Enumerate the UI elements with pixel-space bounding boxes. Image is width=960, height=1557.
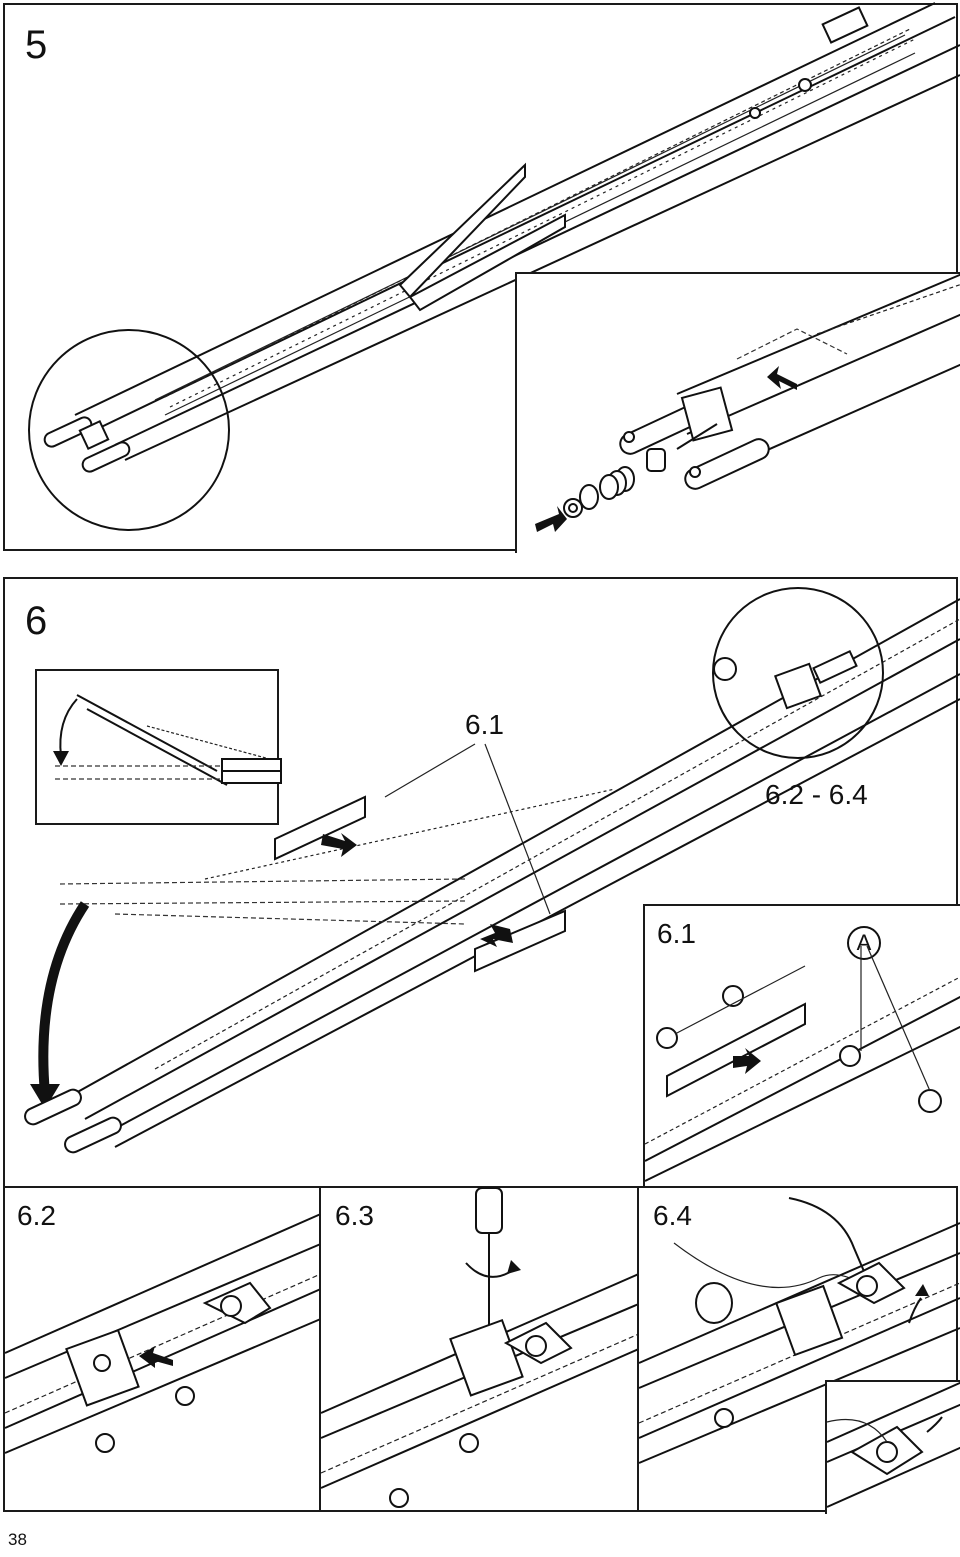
step-6-1-detail-inset: 6.1 A	[643, 904, 960, 1190]
chain-teeth	[164, 28, 916, 408]
detail-label-6-1: 6.1	[657, 918, 696, 949]
nut-icon	[656, 1027, 678, 1049]
label-6-2-to-6-4: 6.2 - 6.4	[765, 779, 868, 810]
step-6-4-panel: 6.4	[637, 1186, 960, 1514]
step-6-3-panel: 6.3	[319, 1186, 642, 1512]
arrow-icon	[139, 1346, 173, 1368]
handle-icon	[695, 1282, 733, 1324]
rail-assembly-illustration	[28, 2, 960, 531]
clip-insert-illustration	[4, 1212, 324, 1454]
spring-icon	[599, 466, 635, 500]
step-5-detail-inset	[515, 272, 960, 553]
step-6-panel: 6	[3, 577, 960, 1190]
arrow-icon	[321, 833, 357, 857]
release-cord-illustration	[638, 1197, 960, 1464]
bolt-plate-illustration	[644, 945, 960, 1182]
rotate-arrow-icon	[59, 698, 78, 757]
label-6-1: 6.1	[465, 709, 504, 740]
screwdriver-tighten-illustration	[320, 1187, 642, 1508]
nut-icon	[95, 1433, 115, 1453]
arrow-icon	[480, 924, 513, 947]
page-number: 38	[8, 1530, 27, 1549]
screwdriver-icon	[475, 1187, 503, 1328]
arrow-icon	[733, 1048, 761, 1074]
arrow-icon	[908, 1297, 922, 1324]
step-5-panel: 5	[3, 2, 960, 553]
label-6-3: 6.3	[335, 1200, 374, 1231]
label-6-2: 6.2	[17, 1200, 56, 1231]
step-number-6: 6	[25, 599, 48, 643]
step-6-2-panel: 6.2	[3, 1186, 324, 1512]
hand-icon	[788, 1197, 870, 1284]
detail-magnifier	[28, 329, 230, 531]
spacer-icon	[646, 448, 666, 472]
step-number-5: 5	[25, 23, 48, 67]
rail-fold-illustration	[53, 694, 282, 786]
washer-icon	[579, 484, 599, 510]
spring-nut-exploded-view	[535, 273, 960, 532]
nut-icon	[459, 1433, 479, 1453]
rail-join-illustration	[24, 587, 960, 1154]
step-6-rail-fold-inset	[35, 669, 282, 825]
rotate-arrow-icon	[38, 901, 90, 1095]
step-6-4-detail-inset	[825, 1380, 960, 1514]
clip-detail-illustration	[826, 1381, 960, 1508]
cord	[673, 1242, 870, 1289]
nut-icon	[389, 1488, 409, 1508]
nut-icon	[175, 1386, 195, 1406]
label-6-4: 6.4	[653, 1200, 692, 1231]
nut-icon	[918, 1089, 942, 1113]
arrow-icon	[767, 366, 797, 390]
nut-icon	[714, 1408, 734, 1428]
detail-magnifier	[712, 587, 884, 759]
arrow-icon	[535, 506, 567, 532]
